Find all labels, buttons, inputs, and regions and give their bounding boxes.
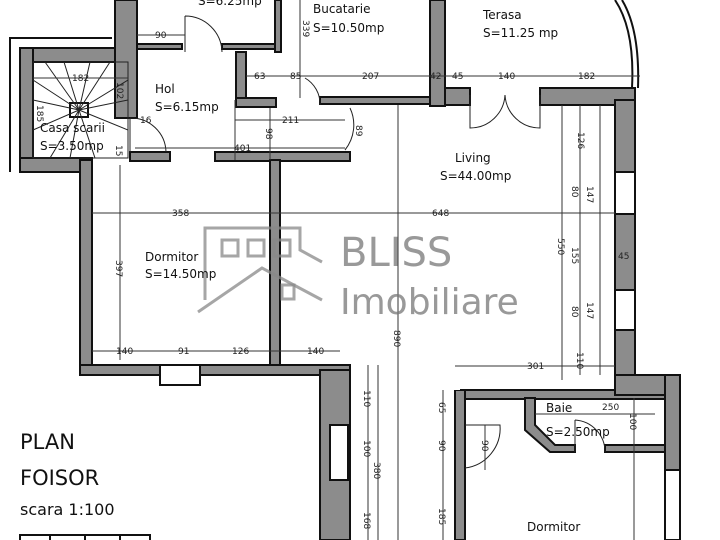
- dim-label: 126: [232, 347, 249, 357]
- doors: [129, 15, 606, 469]
- room-labels: S=6.25mp Bucatarie S=10.50mp Terasa S=11…: [40, 0, 610, 534]
- dim-label: 207: [362, 72, 379, 82]
- room-name: Casa scarii: [40, 121, 105, 135]
- dim-label: 147: [584, 302, 594, 319]
- dim-label: 100: [627, 413, 637, 430]
- dim-label: 85: [290, 72, 301, 82]
- dim-label: 89: [353, 125, 363, 137]
- dim-label: 140: [116, 347, 133, 357]
- plan-title: PLAN: [20, 430, 75, 454]
- window: [614, 171, 636, 215]
- dim-label: 401: [234, 144, 251, 154]
- room-area: S=11.25 mp: [483, 26, 558, 40]
- dim-label: 890: [391, 330, 401, 347]
- dim-label: 100: [361, 440, 371, 457]
- watermark-brand: BLISS: [340, 230, 452, 276]
- dimension-lines: [33, 0, 655, 540]
- room-name: Dormitor: [527, 520, 580, 534]
- plan-scale: scara 1:100: [20, 500, 115, 519]
- dim-label: 110: [361, 390, 371, 407]
- dim-label: 211: [282, 116, 299, 126]
- dim-label: 168: [361, 512, 371, 529]
- dim-label: 155: [569, 247, 579, 264]
- room-name: Baie: [546, 401, 572, 415]
- dim-label: 90: [155, 31, 167, 41]
- room-area: S=2.50mp: [546, 425, 610, 439]
- dimension-labels: 90 339 63 85 207 42 45 140 182 182 185 1…: [34, 20, 637, 529]
- dim-label: 16: [140, 116, 152, 126]
- plan-subtitle: FOISOR: [20, 466, 99, 490]
- room-name: Living: [455, 151, 491, 165]
- dim-label: 42: [430, 72, 441, 82]
- dim-label: 182: [72, 74, 89, 84]
- dim-label: 358: [172, 209, 189, 219]
- window: [329, 424, 349, 481]
- room-area: S=6.15mp: [155, 100, 219, 114]
- dim-label: 15: [113, 145, 123, 156]
- window: [614, 289, 636, 331]
- dim-label: 185: [34, 105, 44, 122]
- staircase: [32, 61, 129, 159]
- dim-label: 380: [371, 462, 381, 479]
- dim-label: 140: [307, 347, 324, 357]
- dim-label: 80: [569, 306, 579, 318]
- window: [159, 364, 201, 386]
- dim-label: 102: [114, 82, 124, 99]
- dim-label: 250: [602, 403, 619, 413]
- watermark-logo: BLISS Imobiliare: [197, 226, 519, 323]
- dim-label: 147: [584, 186, 594, 203]
- room-area: S=3.50mp: [40, 139, 104, 153]
- dim-label: 90: [479, 440, 489, 452]
- dim-label: 648: [432, 209, 449, 219]
- dim-label: 126: [575, 132, 585, 149]
- watermark-subtitle: Imobiliare: [340, 282, 519, 323]
- dim-label: 45: [452, 72, 463, 82]
- room-area: S=10.50mp: [313, 21, 384, 35]
- room-area: S=44.00mp: [440, 169, 511, 183]
- dim-label: 397: [113, 260, 123, 277]
- dim-label: 550: [555, 238, 565, 255]
- room-name: Bucatarie: [313, 2, 371, 16]
- room-area: S=6.25mp: [198, 0, 262, 8]
- scale-bar: [19, 534, 151, 540]
- room-area: S=14.50mp: [145, 267, 216, 281]
- dim-label: 90: [436, 440, 446, 452]
- room-name: Hol: [155, 82, 175, 96]
- dim-label: 80: [569, 186, 579, 198]
- dim-label: 185: [436, 508, 446, 525]
- dim-label: 182: [578, 72, 595, 82]
- dim-label: 63: [254, 72, 265, 82]
- window: [664, 469, 681, 540]
- dim-label: 65: [436, 402, 446, 413]
- dim-label: 91: [178, 347, 189, 357]
- dim-label: 98: [263, 128, 273, 140]
- dim-label: 45: [618, 252, 629, 262]
- dim-label: 301: [527, 362, 544, 372]
- plan-title-block: PLAN FOISOR scara 1:100: [19, 430, 151, 540]
- outer-wall-line: [9, 37, 112, 172]
- dim-label: 110: [574, 352, 584, 369]
- dim-label: 339: [300, 20, 310, 37]
- room-name: Dormitor: [145, 250, 198, 264]
- dim-label: 140: [498, 72, 515, 82]
- room-name: Terasa: [482, 8, 522, 22]
